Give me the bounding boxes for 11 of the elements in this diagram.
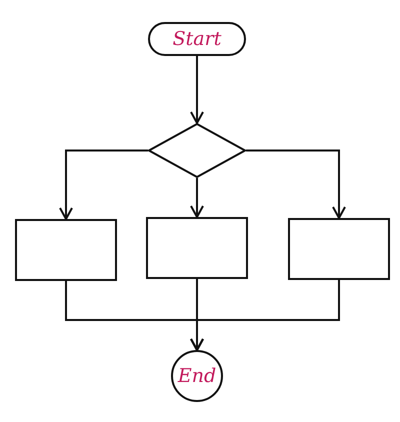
arrow bbox=[190, 178, 204, 218]
terminal-label: Start bbox=[172, 28, 222, 50]
process-box bbox=[15, 219, 117, 281]
process-box bbox=[288, 218, 390, 280]
decision-diamond bbox=[148, 123, 246, 178]
process-box bbox=[146, 217, 248, 279]
arrow bbox=[190, 56, 204, 124]
arrow bbox=[246, 150, 346, 219]
arrow bbox=[190, 280, 340, 351]
terminal-label: End bbox=[178, 365, 216, 387]
arrow bbox=[59, 150, 148, 220]
